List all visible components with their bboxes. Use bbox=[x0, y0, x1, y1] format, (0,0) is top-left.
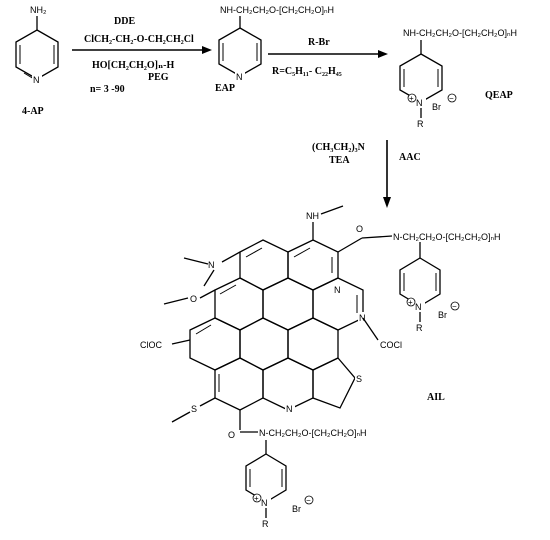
ail-ring-n-2: N bbox=[359, 313, 366, 323]
step3-reagent-tea-formula: (CH₃CH₂)₃N bbox=[312, 142, 366, 153]
ail-r-bottom: R bbox=[262, 519, 269, 529]
ap-label: 4-AP bbox=[22, 106, 44, 117]
step1-reagent-ho: HO[CH₂CH₂O]ₙ-H bbox=[92, 60, 175, 71]
ail-minus-top: − bbox=[452, 302, 457, 311]
qeap-substituent: NH-CH₂CH₂O-[CH₂CH₂O]ₙH bbox=[403, 28, 517, 38]
ail-core bbox=[189, 239, 364, 411]
eap-substituent: NH-CH₂CH₂O-[CH₂CH₂O]ₙH bbox=[220, 5, 334, 15]
ail-ring-n-top-pyr: N bbox=[415, 302, 422, 312]
step3-reagent-aac: AAC bbox=[399, 152, 421, 163]
step2-reagent-r: R=C₅H₁₁- C₂₂H₄₅ bbox=[272, 66, 342, 77]
ail-carbonyl-o-bottom: O bbox=[228, 430, 235, 440]
ail-ring-n-bottom-pyr: N bbox=[261, 498, 268, 508]
ail-amide-top: N-CH₂CH₂O-[CH₂CH₂O]ₙH bbox=[393, 232, 501, 242]
step1-condition: n= 3 -90 bbox=[90, 84, 125, 95]
ail-r-top: R bbox=[416, 323, 423, 333]
step2: R-Br R=C₅H₁₁- C₂₂H₄₅ bbox=[268, 37, 388, 77]
step1: DDE ClCH₂-CH₂-O-CH₂CH₂Cl HO[CH₂CH₂O]ₙ-H … bbox=[72, 16, 212, 95]
step1-reagent-dde: DDE bbox=[114, 16, 135, 27]
compound-ail: N N N S NH N O ClOC COCl S O bbox=[140, 205, 501, 529]
compound-qeap: NH-CH₂CH₂O-[CH₂CH₂O]ₙH N + R Br − QEAP bbox=[399, 28, 517, 129]
ail-plus-top: + bbox=[408, 298, 413, 307]
compound-eap: NH-CH₂CH₂O-[CH₂CH₂O]ₙH N EAP bbox=[215, 5, 334, 94]
ail-label: AIL bbox=[427, 392, 445, 403]
eap-label: EAP bbox=[215, 83, 235, 94]
step2-reagent-rbr: R-Br bbox=[308, 37, 330, 48]
ap-ring-n: N bbox=[33, 75, 40, 85]
qeap-plus: + bbox=[409, 94, 414, 103]
ail-carbonyl-o-top: O bbox=[356, 224, 363, 234]
ap-nh2: NH₂ bbox=[30, 5, 47, 15]
ail-br-bottom: Br bbox=[292, 504, 301, 514]
ail-minus-bottom: − bbox=[306, 496, 311, 505]
compound-4ap: NH₂ N 4-AP bbox=[15, 5, 59, 117]
step1-reagent-clch2: ClCH₂-CH₂-O-CH₂CH₂Cl bbox=[84, 34, 194, 45]
ail-nh: NH bbox=[306, 211, 319, 221]
qeap-ring-n: N bbox=[416, 98, 423, 108]
ail-amide-bottom: N-CH₂CH₂O-[CH₂CH₂O]ₙH bbox=[259, 428, 367, 438]
step1-reagent-peg: PEG bbox=[148, 72, 169, 83]
ail-plus-bottom: + bbox=[254, 494, 259, 503]
step3-reagent-tea: TEA bbox=[329, 155, 350, 166]
qeap-br: Br bbox=[432, 102, 441, 112]
qeap-minus: − bbox=[449, 94, 454, 103]
ail-o-methoxy: O bbox=[190, 294, 197, 304]
ail-s-methyl: S bbox=[191, 404, 197, 414]
ail-br-top: Br bbox=[438, 310, 447, 320]
qeap-label: QEAP bbox=[485, 90, 513, 101]
qeap-r: R bbox=[417, 119, 424, 129]
ail-n-dimethyl: N bbox=[208, 260, 215, 270]
ail-ring-n-3: N bbox=[286, 404, 293, 414]
step3: (CH₃CH₂)₃N TEA AAC bbox=[312, 140, 421, 208]
eap-ring-n: N bbox=[236, 72, 243, 82]
ail-coci: COCl bbox=[380, 340, 402, 350]
ail-cioc: ClOC bbox=[140, 340, 162, 350]
ail-ring-n-1: N bbox=[334, 285, 341, 295]
ail-s-ring: S bbox=[356, 374, 362, 384]
